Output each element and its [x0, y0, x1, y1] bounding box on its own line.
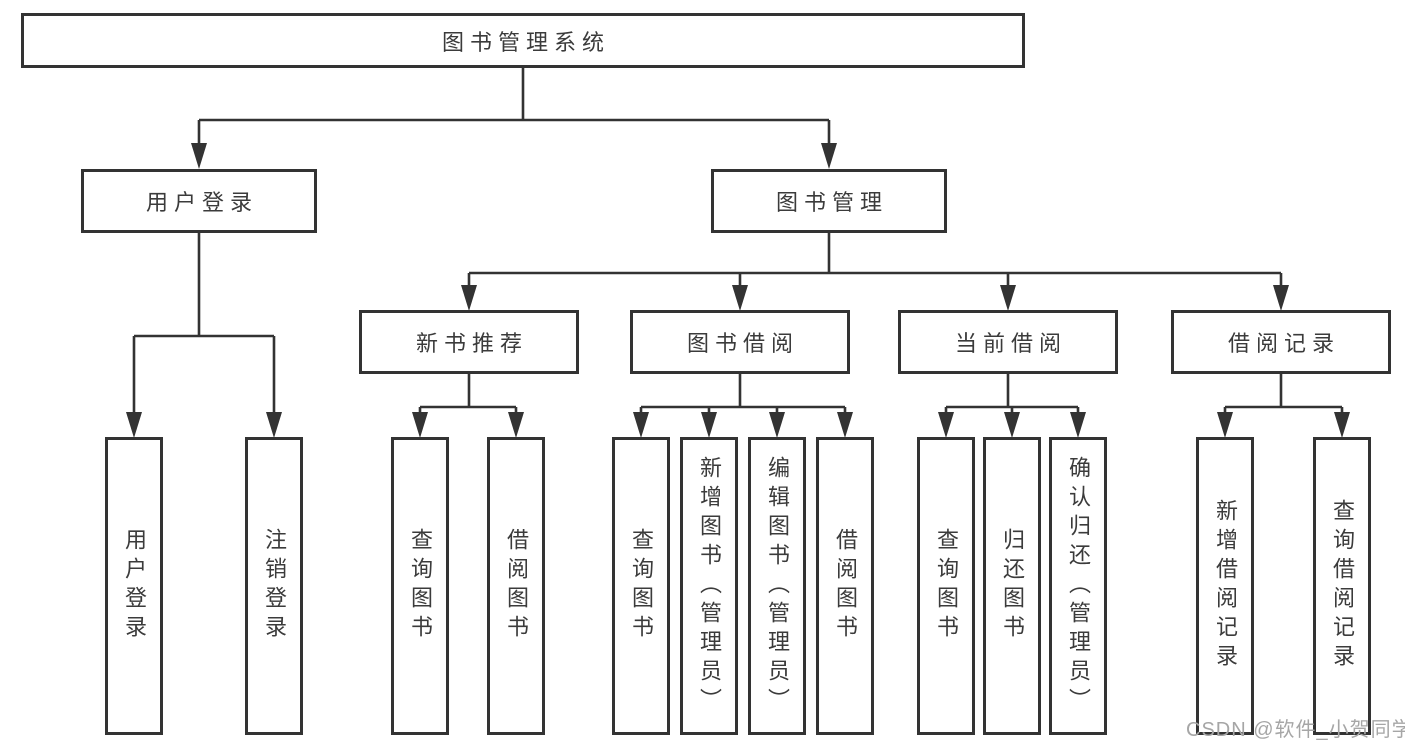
leaf-query-books-borrowing: 查询图书 — [612, 437, 670, 735]
leaf-label: 新增借阅记录 — [1213, 499, 1238, 673]
node-book-borrowing: 图书借阅 — [630, 310, 850, 374]
node-label: 用户登录 — [145, 190, 258, 215]
csdn-watermark: CSDN @软件_小贺同学 — [1186, 719, 1405, 741]
leaf-label: 归还图书 — [1000, 528, 1025, 644]
leaf-label: 查询图书 — [408, 528, 433, 644]
node-label: 当前借阅 — [954, 331, 1067, 356]
node-label: 新书推荐 — [415, 331, 528, 356]
leaf-add-borrow-record: 新增借阅记录 — [1196, 437, 1254, 735]
leaf-add-book-admin: 新增图书（管理员） — [680, 437, 738, 735]
leaf-return-book: 归还图书 — [983, 437, 1041, 735]
leaf-query-books-current: 查询图书 — [917, 437, 975, 735]
node-borrowing-records: 借阅记录 — [1171, 310, 1391, 374]
leaf-user-login: 用户登录 — [105, 437, 163, 735]
leaf-query-borrow-record: 查询借阅记录 — [1313, 437, 1371, 735]
leaf-label: 查询图书 — [629, 528, 654, 644]
node-label: 图书管理 — [775, 190, 888, 215]
leaf-edit-book-admin: 编辑图书（管理员） — [748, 437, 806, 735]
leaf-label: 编辑图书（管理员） — [765, 455, 790, 717]
leaf-label: 查询借阅记录 — [1330, 499, 1355, 673]
leaf-label: 新增图书（管理员） — [697, 455, 722, 717]
leaf-label: 借阅图书 — [504, 528, 529, 644]
leaf-borrow-books: 借阅图书 — [816, 437, 874, 735]
leaf-label: 注销登录 — [262, 528, 287, 644]
node-current-borrowing: 当前借阅 — [898, 310, 1118, 374]
leaf-label: 借阅图书 — [833, 528, 858, 644]
node-new-book-recommendation: 新书推荐 — [359, 310, 579, 374]
node-label: 图书管理系统 — [441, 29, 610, 55]
leaf-query-books-recommend: 查询图书 — [391, 437, 449, 735]
node-user-login: 用户登录 — [81, 169, 317, 233]
node-label: 借阅记录 — [1227, 331, 1340, 356]
leaf-label: 用户登录 — [122, 528, 147, 644]
leaf-borrow-books-recommend: 借阅图书 — [487, 437, 545, 735]
node-library-management-system: 图书管理系统 — [21, 13, 1025, 68]
node-book-management: 图书管理 — [711, 169, 947, 233]
leaf-label: 确认归还（管理员） — [1066, 455, 1091, 717]
leaf-logout: 注销登录 — [245, 437, 303, 735]
leaf-confirm-return-admin: 确认归还（管理员） — [1049, 437, 1107, 735]
arrowhead-icons — [126, 143, 1350, 438]
node-label: 图书借阅 — [686, 331, 799, 356]
leaf-label: 查询图书 — [934, 528, 959, 644]
